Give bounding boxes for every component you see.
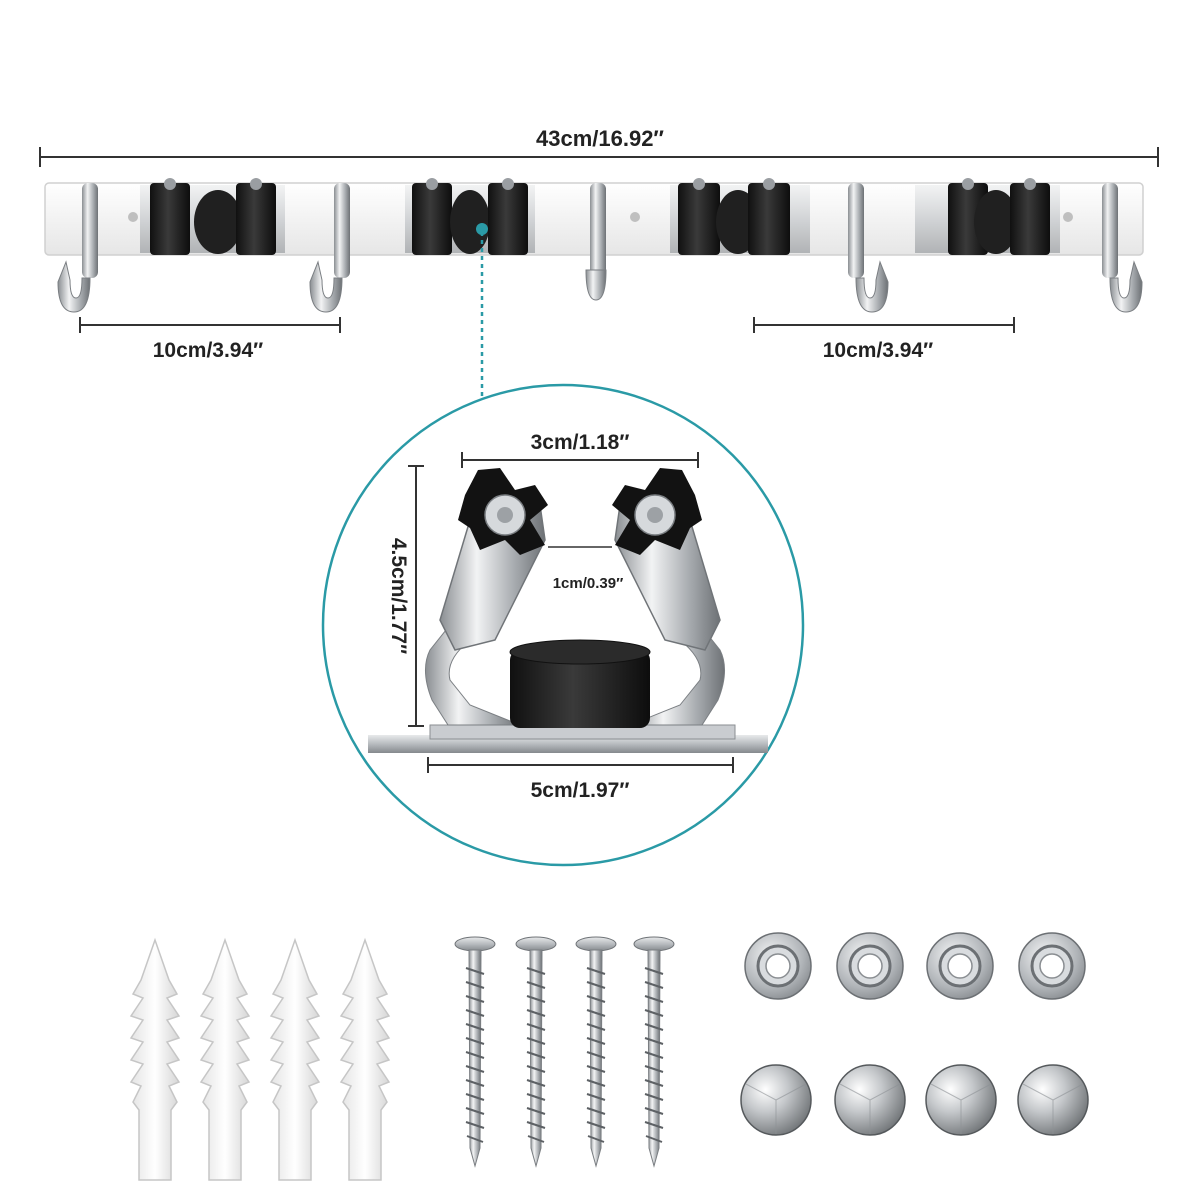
- total-length-dimension: 43cm/16.92″: [39, 126, 1159, 167]
- clip-width-label: 3cm/1.18″: [531, 431, 630, 454]
- clip-height-dimension: 4.5cm/1.77″: [387, 465, 424, 727]
- clip-gap-label: 1cm/0.39″: [553, 575, 624, 592]
- wall-anchor: [339, 937, 391, 1181]
- screw: [515, 936, 557, 1168]
- clip-width-dimension: 3cm/1.18″: [461, 431, 699, 468]
- wall-anchor: [199, 937, 251, 1181]
- clip-height-label: 4.5cm/1.77″: [387, 538, 410, 654]
- hook-spacing-right-label: 10cm/3.94″: [823, 339, 933, 362]
- screw-caps: [740, 1064, 1089, 1136]
- screw-cap: [1017, 1064, 1089, 1136]
- wall-anchor: [269, 937, 321, 1181]
- clip-4: [915, 178, 1060, 255]
- clip-arm-right: [612, 468, 721, 651]
- mounting-hole: [630, 212, 640, 222]
- hook-3: [585, 183, 607, 301]
- clip-arm-left: [439, 468, 548, 651]
- hook-spacing-right-dimension: 10cm/3.94″: [753, 317, 1015, 362]
- wall-anchor: [129, 937, 181, 1181]
- hook-spacing-left-dimension: 10cm/3.94″: [79, 317, 341, 362]
- hook-2: [309, 183, 350, 313]
- washer: [1018, 932, 1086, 1000]
- screws: [454, 936, 675, 1168]
- screw: [454, 936, 496, 1168]
- clip-3: [670, 178, 810, 255]
- clip-detail-callout: 3cm/1.18″ 1cm/0.39″ 4.5cm/1.77″ 5cm/1.97…: [321, 383, 805, 867]
- hook-1: [57, 183, 98, 313]
- screw-cap: [834, 1064, 906, 1136]
- washer: [836, 932, 904, 1000]
- mounting-hole: [1063, 212, 1073, 222]
- clip-base-width-dimension: 5cm/1.97″: [427, 757, 734, 802]
- clip-center-roller: [509, 639, 651, 728]
- clip-base-width-label: 5cm/1.97″: [531, 779, 630, 802]
- clip-gap-dimension: 1cm/0.39″: [548, 546, 624, 592]
- washer: [744, 932, 812, 1000]
- mounting-hole: [128, 212, 138, 222]
- clip-2: [405, 178, 535, 255]
- screw: [575, 936, 617, 1168]
- total-length-label: 43cm/16.92″: [536, 126, 664, 151]
- callout-marker: [476, 223, 488, 235]
- hook-spacing-left-label: 10cm/3.94″: [153, 339, 263, 362]
- hook-5: [1102, 183, 1143, 313]
- washers: [744, 932, 1086, 1000]
- screw-cap: [925, 1064, 997, 1136]
- washer: [926, 932, 994, 1000]
- mop-rack: [44, 178, 1144, 313]
- clip-1: [140, 178, 285, 255]
- wall-anchors: [129, 937, 391, 1181]
- hook-4: [848, 183, 889, 313]
- screw-cap: [740, 1064, 812, 1136]
- screw: [633, 936, 675, 1168]
